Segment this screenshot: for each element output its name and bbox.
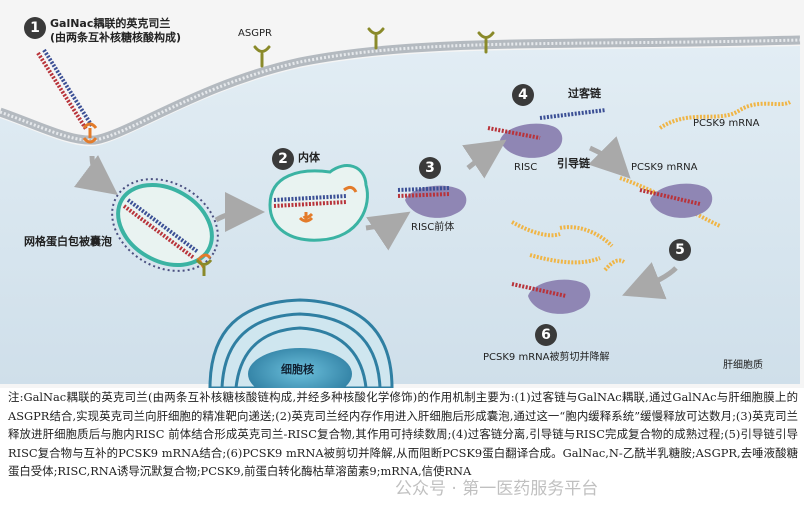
label-risc: RISC bbox=[514, 162, 538, 173]
label-galnac-inclisiran: GalNac耦联的英克司兰 bbox=[50, 17, 171, 30]
asgpr-receptors bbox=[253, 27, 495, 68]
label-endosome: 内体 bbox=[298, 151, 320, 164]
risc-precursor bbox=[397, 185, 467, 218]
mrna-fragments bbox=[511, 220, 626, 272]
label-nucleus: 细胞核 bbox=[281, 363, 314, 376]
label-clathrin-vesicle: 网格蛋白包被囊泡 bbox=[24, 235, 112, 248]
label-passenger-strand: 过客链 bbox=[568, 87, 601, 100]
figure-caption: 注:GalNac耦联的英克司兰(由两条互补核糖核酸链构成,并经多种核酸化学修饰)… bbox=[8, 390, 798, 478]
label-pcsk9-mrna-top: PCSK9 mRNA bbox=[693, 118, 760, 129]
diagram-canvas bbox=[0, 27, 801, 400]
label-cytoplasm: 肝细胞质 bbox=[723, 360, 763, 371]
label-mrna-cleaved: PCSK9 mRNA被剪切并降解 bbox=[483, 352, 610, 363]
flow-arrows bbox=[73, 136, 678, 300]
step-1-badge: 1 bbox=[24, 17, 46, 39]
inclisiran-duplex-step1 bbox=[36, 48, 98, 144]
label-risc-precursor: RISC前体 bbox=[411, 222, 455, 233]
label-galnac-inclisiran-sub: (由两条互补核糖核酸构成) bbox=[50, 31, 182, 44]
step-6-badge: 6 bbox=[535, 324, 557, 346]
mechanism-diagram: 1 2 3 4 5 6 GalNac耦联的英克司兰 (由两条互补核糖核酸构成) … bbox=[0, 17, 801, 400]
label-pcsk9-mrna-mid: PCSK9 mRNA bbox=[631, 162, 698, 173]
risc-mrna-binding bbox=[619, 176, 721, 228]
step-5-badge: 5 bbox=[669, 239, 691, 261]
step-3-badge: 3 bbox=[419, 157, 441, 179]
clathrin-vesicle bbox=[111, 178, 219, 276]
nucleus-graphic bbox=[208, 298, 394, 400]
label-guide-strand: 引导链 bbox=[557, 157, 590, 170]
pcsk9-mrna-top bbox=[658, 100, 792, 130]
endosome bbox=[268, 164, 369, 242]
risc-recycled bbox=[511, 279, 591, 314]
label-asgpr: ASGPR bbox=[238, 28, 272, 39]
risc-complex bbox=[487, 108, 607, 158]
step-2-badge: 2 bbox=[272, 148, 294, 170]
step-4-badge: 4 bbox=[512, 84, 534, 106]
